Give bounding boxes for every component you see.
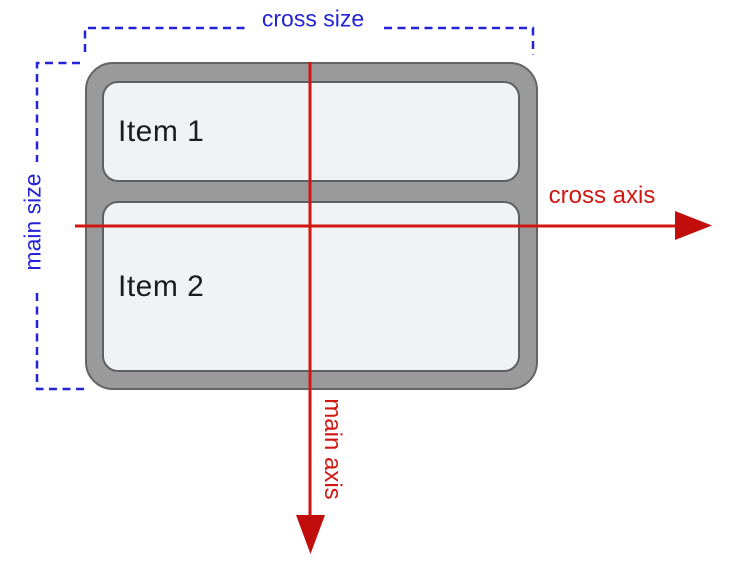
flex-item-1: Item 1: [102, 81, 520, 182]
flex-item-2-label: Item 2: [118, 269, 205, 303]
main-size-label: main size: [19, 173, 46, 271]
cross-axis-arrowhead-icon: [675, 211, 712, 240]
cross-size-label: cross size: [261, 5, 365, 32]
flex-item-1-label: Item 1: [118, 114, 205, 148]
cross-size-bracket-right: [384, 26, 535, 55]
flex-item-2: Item 2: [102, 201, 520, 372]
flex-container: Item 1 Item 2: [85, 62, 538, 390]
main-size-bracket-bottom: [35, 293, 84, 391]
cross-axis-label: cross axis: [548, 182, 656, 209]
main-axis-label: main axis: [319, 398, 346, 500]
main-size-bracket-top: [35, 61, 80, 162]
main-axis-arrowhead-icon: [296, 515, 325, 554]
cross-size-bracket-left: [83, 26, 246, 52]
